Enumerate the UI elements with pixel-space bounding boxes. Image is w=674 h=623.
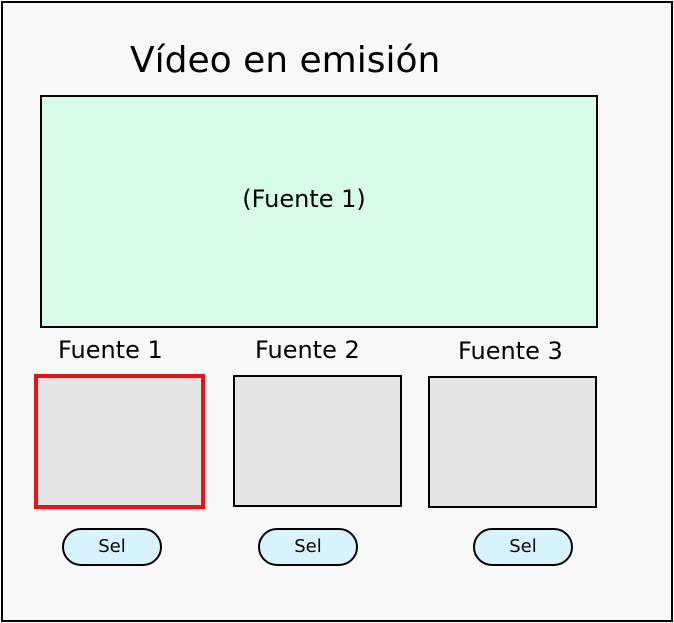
source-2-thumbnail[interactable] <box>233 375 402 507</box>
preview-source-label: (Fuente 1) <box>242 185 366 213</box>
page-title: Vídeo en emisión <box>130 40 441 81</box>
source-3-select-button[interactable]: Sel <box>473 528 573 566</box>
source-3-label: Fuente 3 <box>458 337 563 365</box>
source-2-select-button[interactable]: Sel <box>258 528 358 566</box>
source-1-label: Fuente 1 <box>58 336 163 364</box>
source-2-label: Fuente 2 <box>255 336 360 364</box>
source-1-thumbnail[interactable] <box>34 374 205 509</box>
source-3-thumbnail[interactable] <box>428 376 597 508</box>
on-air-preview: (Fuente 1) <box>40 95 598 328</box>
source-1-select-button[interactable]: Sel <box>62 528 162 566</box>
